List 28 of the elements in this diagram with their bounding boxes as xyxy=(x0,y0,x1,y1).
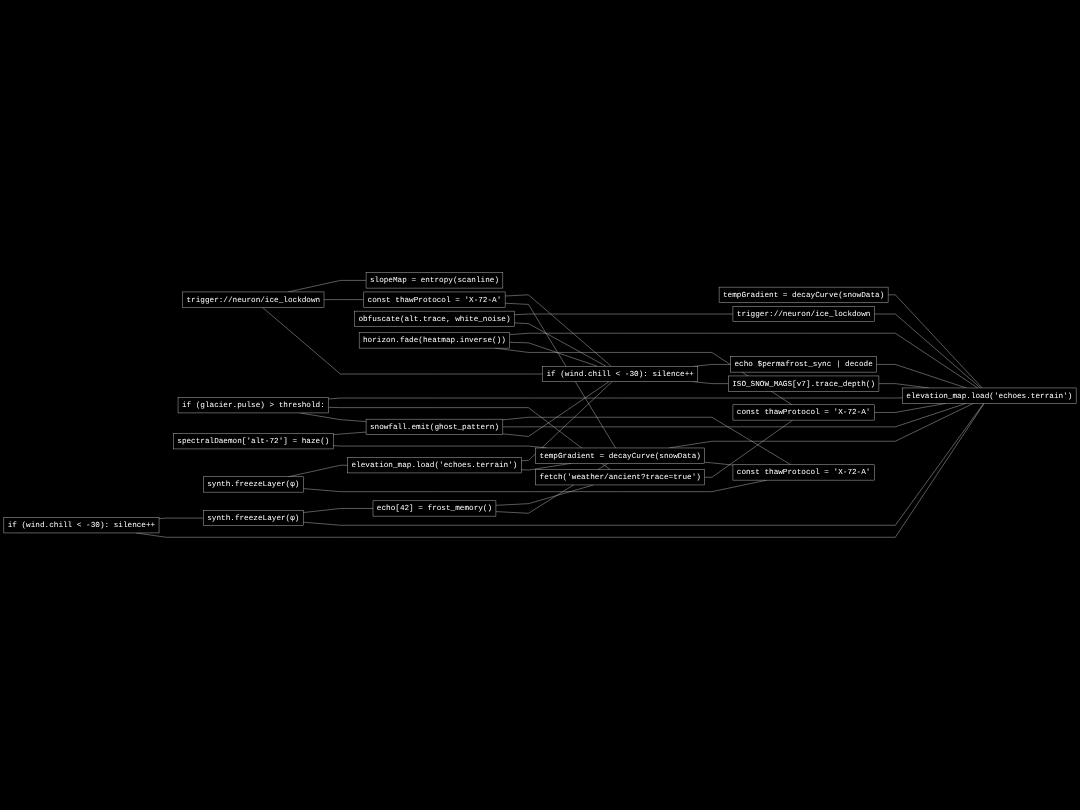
connector xyxy=(303,479,768,492)
connector xyxy=(303,508,374,513)
connector xyxy=(874,403,947,413)
connector xyxy=(333,431,367,435)
connector xyxy=(323,299,364,300)
connector xyxy=(521,381,613,462)
connector xyxy=(299,412,367,422)
connector xyxy=(668,403,974,449)
connector xyxy=(158,517,204,519)
connector xyxy=(303,403,984,526)
connector xyxy=(328,397,903,400)
connector xyxy=(514,313,734,315)
connector xyxy=(287,280,367,293)
connector xyxy=(495,484,594,506)
connector xyxy=(693,364,731,367)
connector xyxy=(521,463,572,471)
connector xyxy=(502,381,610,437)
connector xyxy=(514,322,607,367)
connector xyxy=(504,303,616,449)
connector xyxy=(504,294,612,367)
connector xyxy=(704,462,734,466)
connector xyxy=(328,407,611,470)
connector xyxy=(693,381,729,384)
connector xyxy=(287,465,348,477)
connector xyxy=(502,403,967,428)
connector xyxy=(704,419,793,478)
connector xyxy=(262,307,543,375)
connector xyxy=(509,342,598,367)
